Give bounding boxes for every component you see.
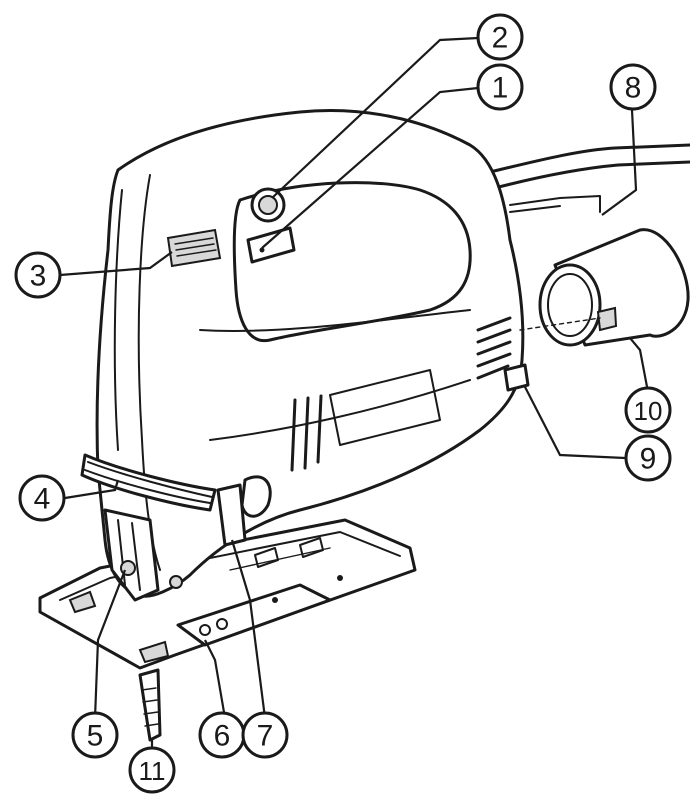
callout-11-label: 11: [139, 756, 166, 786]
front-guard: [80, 453, 217, 512]
callout-3-label: 3: [30, 260, 47, 293]
bevel-lever: [216, 475, 272, 547]
speed-dial: [166, 228, 222, 268]
callout-10-label: 10: [634, 396, 663, 426]
callout-5-label: 5: [87, 720, 104, 753]
jigsaw-body: [95, 109, 530, 598]
callout-3: 3: [14, 251, 62, 299]
lock-button: [250, 187, 286, 223]
blade-housing: [103, 508, 183, 602]
callout-4-label: 4: [34, 483, 51, 516]
callout-1: 1: [476, 63, 524, 111]
saw-blade: [138, 668, 162, 742]
callout-9: 9: [624, 434, 672, 482]
callout-6-label: 6: [214, 720, 231, 753]
callout-6: 6: [198, 711, 246, 759]
callout-1-label: 1: [492, 72, 509, 105]
callout-9-label: 9: [640, 443, 657, 476]
callout-2: 2: [476, 13, 524, 61]
leader-lines: [59, 36, 650, 748]
callout-8-label: 8: [625, 72, 642, 105]
callout-7: 7: [241, 711, 289, 759]
callout-7-label: 7: [257, 720, 274, 753]
power-cord: [488, 143, 690, 213]
callout-5: 5: [71, 711, 119, 759]
trigger-switch: [246, 226, 296, 264]
callout-11: 11: [128, 746, 176, 794]
callout-10: 10: [624, 386, 672, 434]
callout-2-label: 2: [492, 22, 509, 55]
dust-adapter: [519, 228, 690, 347]
callout-4: 4: [18, 474, 66, 522]
callout-8: 8: [609, 63, 657, 111]
